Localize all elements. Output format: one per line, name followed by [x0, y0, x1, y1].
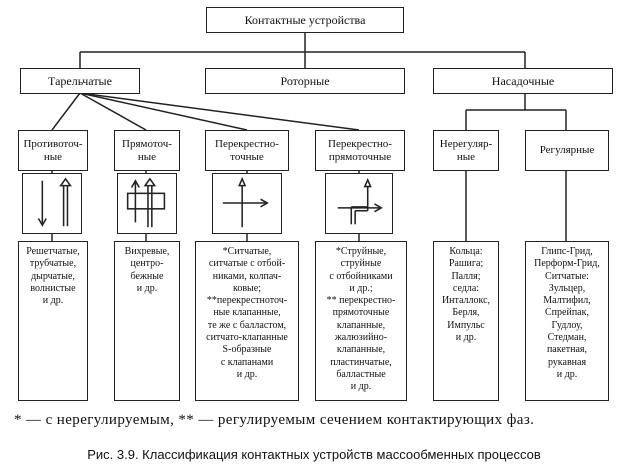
description-line: Берля, [452, 307, 480, 319]
type-label-line: ные [43, 150, 63, 163]
type-label-line: Противоточ- [23, 138, 83, 150]
description-line: ковые; [232, 282, 261, 294]
cross-cocurrent-flow-icon [325, 173, 393, 234]
description-line: с клапанами [220, 356, 274, 368]
root-title: Контактные устройства [244, 12, 366, 27]
description-line: клапанные, [336, 319, 386, 331]
description-line: *Ситчатые, [222, 246, 272, 257]
type-label-line: прямоточные [328, 150, 392, 163]
description-line: Кольца: [449, 246, 483, 257]
description-line: Стедман, [547, 332, 587, 344]
type-label-line: ные [456, 150, 476, 163]
description-line: Малтифил, [543, 295, 591, 307]
description-line: и др. [236, 368, 258, 380]
description-line: Импульс [447, 319, 485, 331]
description-line: ные клапанные, [213, 307, 281, 319]
description-line: Ситчатые: [545, 270, 589, 282]
description-line: ситчатые с отбой- [208, 258, 286, 270]
group-rotary-label: Роторные [280, 73, 330, 88]
type-label-line: Регулярные [539, 144, 595, 157]
type-countercurrent: Противоточ- ные [18, 130, 88, 171]
group-plate-label: Тарельчатые [48, 73, 112, 88]
type-label-line: Перекрестно- [215, 138, 279, 150]
description-line: Вихревые, [124, 246, 170, 257]
type-irregular: Нерегуляр- ные [433, 130, 499, 171]
description-line: волнистые [30, 282, 76, 294]
cocurrent-flow-icon [117, 173, 177, 234]
description-line: пакетная, [546, 344, 588, 356]
description-line: ** перекрестно- [326, 295, 396, 307]
type-cocurrent: Прямоточ- ные [114, 130, 180, 171]
description-line: жалюзийно- [334, 332, 388, 344]
description-line: и др. [350, 381, 372, 393]
description-line: трубчатые, [29, 258, 77, 270]
description-line: и др.; [349, 282, 373, 294]
description-line: струйные [340, 258, 382, 270]
footnote: * — с нерегулируемым, ** — регулируемым … [14, 412, 535, 428]
description-irregular: Кольца: Рашига; Палля; седла: Инталлокс,… [433, 241, 499, 401]
description-line: и др. [556, 368, 578, 380]
description-line: Перформ-Грид, [534, 258, 600, 270]
description-line: балластные [336, 368, 386, 380]
group-rotary: Роторные [205, 68, 405, 94]
type-label-line: Перекрестно- [328, 138, 392, 150]
description-line: с отбойниками [329, 270, 393, 282]
countercurrent-flow-icon [22, 173, 82, 234]
description-regular: Глипс-Грид, Перформ-Грид, Ситчатые: Зуль… [525, 241, 609, 401]
type-label-line: Нерегуляр- [439, 138, 493, 150]
description-crossflow: *Ситчатые, ситчатые с отбой- никами, кол… [195, 241, 299, 401]
description-countercurrent: Решетчатые, трубчатые, дырчатые, волнист… [18, 241, 88, 401]
description-line: S-образные [222, 344, 272, 356]
description-line: бежные [130, 270, 164, 282]
description-line: Глипс-Грид, [541, 246, 593, 257]
description-line: и др. [455, 332, 477, 344]
description-line: центро- [130, 258, 164, 270]
type-label-line: точные [230, 150, 264, 163]
description-line: Инталлокс, [441, 295, 491, 307]
group-plate: Тарельчатые [20, 68, 140, 94]
root-node: Контактные устройства [206, 7, 404, 33]
description-line: ситчато-клапанные [206, 332, 288, 344]
description-line: Гудлоу, [551, 319, 583, 331]
type-crossflow: Перекрестно- точные [205, 130, 289, 171]
description-line: рукавная [547, 356, 587, 368]
type-label-line: Прямоточ- [122, 138, 172, 150]
description-line: клапанные, [336, 344, 386, 356]
description-line: дырчатые, [31, 270, 75, 282]
description-line: и др. [42, 295, 64, 307]
description-line: Зульцер, [548, 282, 586, 294]
description-line: прямоточные [332, 307, 390, 319]
description-line: седла: [452, 282, 480, 294]
type-cross-cocurrent: Перекрестно- прямоточные [315, 130, 405, 171]
description-line: *Струйные, [335, 246, 387, 257]
description-line: Палля; [451, 270, 481, 282]
description-line: **перекрестноточ- [206, 295, 288, 307]
description-line: и др. [136, 282, 158, 294]
group-packed: Насадочные [433, 68, 613, 94]
description-cross-cocurrent: *Струйные, струйные с отбойниками и др.;… [315, 241, 407, 401]
type-regular: Регулярные [525, 130, 609, 171]
description-line: никами, колпач- [212, 270, 282, 282]
description-line: пластинчатые, [330, 356, 392, 368]
description-cocurrent: Вихревые, центро- бежные и др. [114, 241, 180, 401]
description-line: Рашига; [448, 258, 484, 270]
crossflow-icon [212, 173, 282, 234]
description-line: те же с балластом, [207, 319, 287, 331]
description-line: Спрейпак, [545, 307, 589, 319]
group-packed-label: Насадочные [491, 73, 555, 88]
figure-caption: Рис. 3.9. Классификация контактных устро… [87, 447, 541, 462]
type-label-line: ные [137, 150, 157, 163]
description-line: Решетчатые, [26, 246, 80, 257]
